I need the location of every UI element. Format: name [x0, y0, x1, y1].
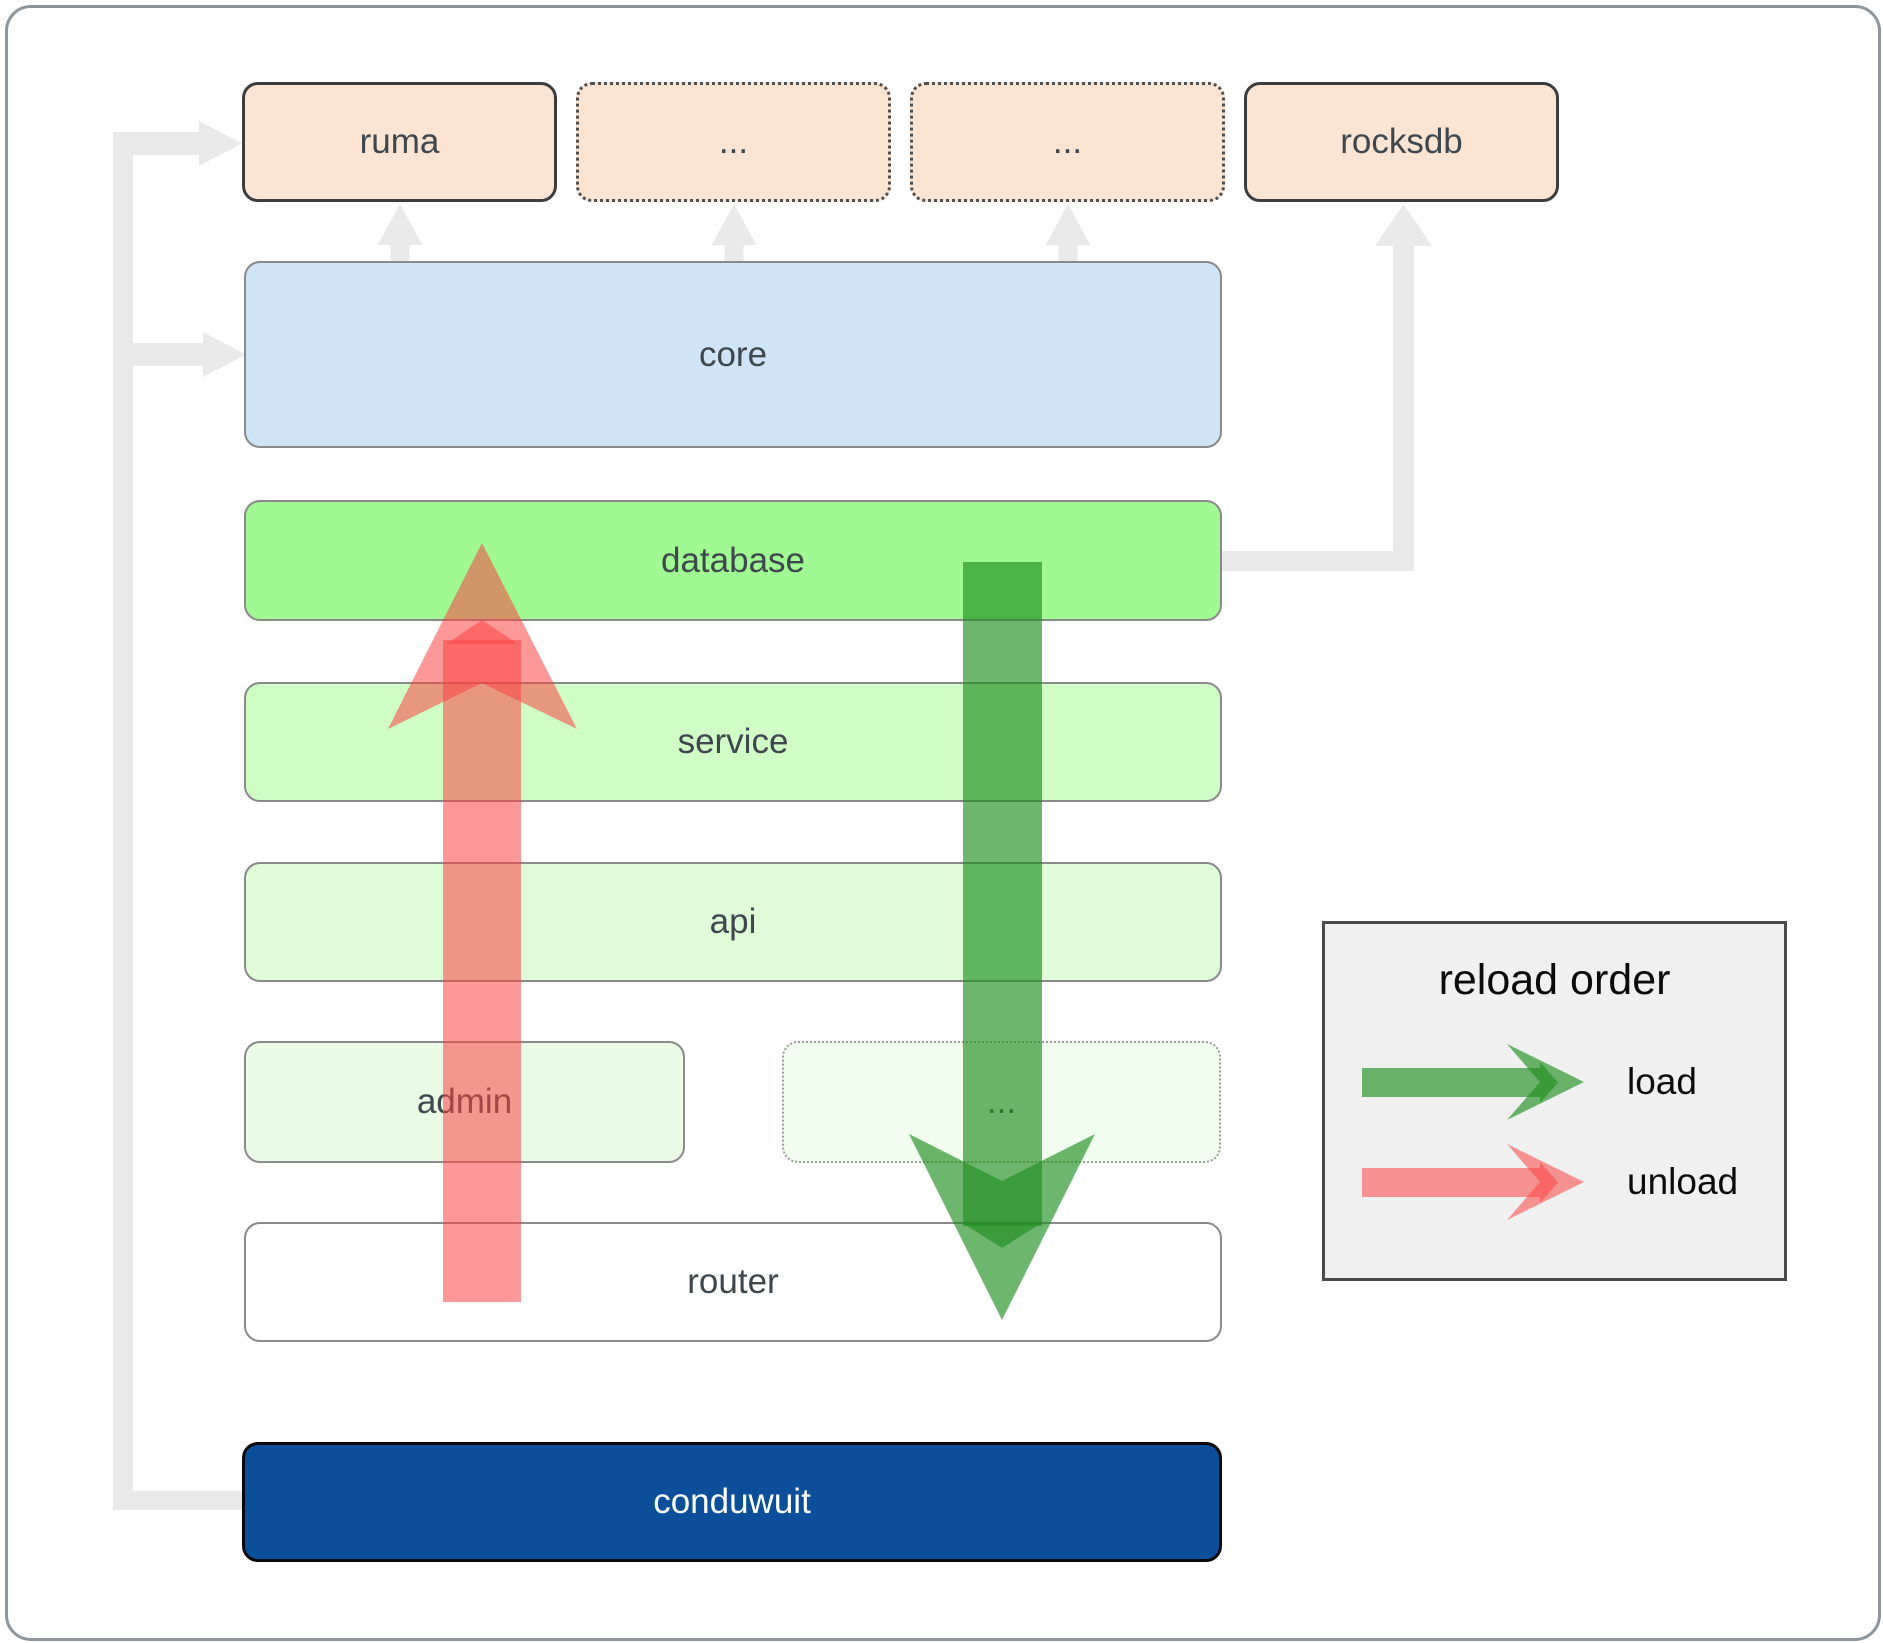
- node-rocksdb: rocksdb: [1244, 82, 1559, 202]
- arrowhead-into-core: [203, 332, 246, 377]
- load-arrow-shaft: [963, 562, 1042, 1226]
- node-ellipsis-1-label: ...: [718, 122, 749, 161]
- legend-title: reload order: [1438, 956, 1671, 1004]
- layer-core: core: [244, 261, 1222, 448]
- database-to-rocksdb-connector: [1222, 204, 1432, 571]
- node-ruma-label: ruma: [359, 122, 440, 161]
- legend-load-arrow: [1362, 1044, 1584, 1120]
- legend-load-label: load: [1627, 1061, 1697, 1102]
- conduwuit-feedback-connector: [113, 121, 246, 1510]
- layer-service-label: service: [677, 722, 789, 761]
- arrowhead-into-rocksdb: [1375, 204, 1432, 246]
- legend-unload-label: unload: [1627, 1161, 1739, 1202]
- outer-frame: [5, 5, 1881, 1641]
- legend: [1322, 921, 1787, 1281]
- node-rocksdb-label: rocksdb: [1340, 122, 1463, 161]
- node-ruma: ruma: [242, 82, 557, 202]
- arrowhead-into-ruma: [199, 121, 242, 166]
- node-conduwuit: conduwuit: [242, 1442, 1222, 1562]
- node-ellipsis-1: ...: [576, 82, 891, 202]
- layer-database: database: [244, 500, 1222, 621]
- node-ellipsis-2: ...: [910, 82, 1225, 202]
- core-to-top-connectors: [377, 204, 1091, 262]
- load-arrow-head: [909, 1134, 1095, 1320]
- layer-router-label: router: [687, 1262, 779, 1301]
- layer-core-label: core: [698, 334, 768, 374]
- node-ellipsis-2-label: ...: [1052, 122, 1083, 161]
- layer-api-label: api: [709, 902, 757, 941]
- layer-api: api: [244, 862, 1222, 982]
- load-arrow: [909, 562, 1095, 1320]
- node-conduwuit-label: conduwuit: [653, 1482, 811, 1521]
- legend-unload-arrow: [1362, 1144, 1584, 1220]
- unload-arrow-head: [388, 543, 577, 729]
- layer-router: router: [244, 1222, 1222, 1342]
- unload-arrow-shaft: [443, 640, 521, 1302]
- unload-arrow: [388, 543, 577, 1302]
- layer-database-label: database: [660, 540, 806, 580]
